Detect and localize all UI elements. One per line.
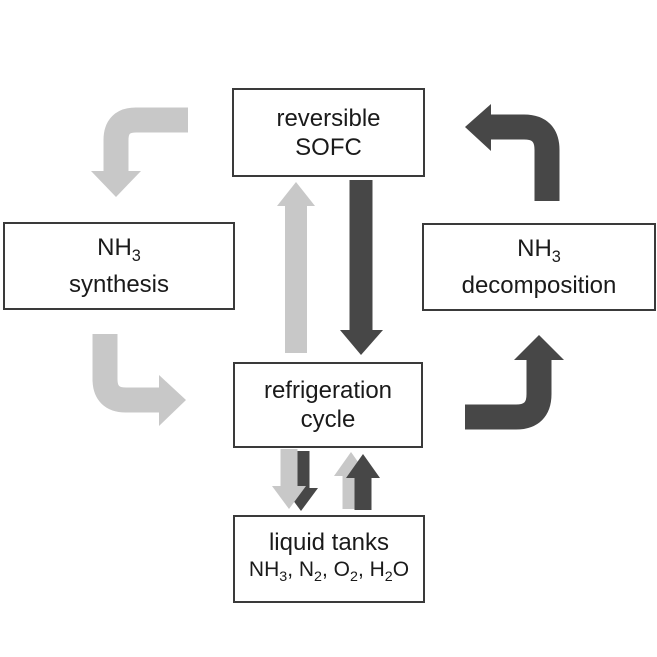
sofc-label-line2: SOFC xyxy=(295,133,362,161)
decomposition-label: decomposition xyxy=(461,272,617,300)
arrow-synthesis-to-refrigeration xyxy=(92,334,186,426)
arrow-tanks-to-refrigeration xyxy=(334,452,380,510)
arrow-refrigeration-to-sofc xyxy=(277,182,315,353)
arrow-refrigeration-to-decomposition xyxy=(465,335,564,430)
synthesis-label: synthesis xyxy=(68,271,170,299)
box-refrigeration-cycle: refrigeration cycle xyxy=(233,362,423,448)
box-reversible-sofc: reversible SOFC xyxy=(232,88,425,177)
decomposition-formula-sub: 3 xyxy=(551,247,561,266)
arrow-sofc-to-refrigeration xyxy=(340,180,383,355)
box-liquid-tanks: liquid tanks NH3, N2, O2, H2O xyxy=(233,515,425,603)
refrigeration-label-line1: refrigeration xyxy=(263,377,393,404)
arrow-refrigeration-to-tanks xyxy=(272,449,318,511)
synthesis-formula-base: NH xyxy=(97,233,132,261)
arrow-sofc-to-synthesis xyxy=(91,107,188,197)
decomposition-formula-base: NH xyxy=(517,234,552,262)
refrigeration-label-line2: cycle xyxy=(300,406,356,433)
tanks-contents: NH3, N2, O2, H2O xyxy=(248,557,410,586)
tanks-title: liquid tanks xyxy=(268,528,390,556)
box-nh3-synthesis: NH3 synthesis xyxy=(3,222,235,310)
arrow-decomposition-to-sofc xyxy=(465,104,560,201)
synthesis-formula: NH3 xyxy=(97,233,141,271)
box-nh3-decomposition: NH3 decomposition xyxy=(422,223,656,311)
synthesis-formula-sub: 3 xyxy=(131,246,141,265)
sofc-label-line1: reversible xyxy=(276,104,381,132)
decomposition-formula: NH3 xyxy=(517,234,561,272)
